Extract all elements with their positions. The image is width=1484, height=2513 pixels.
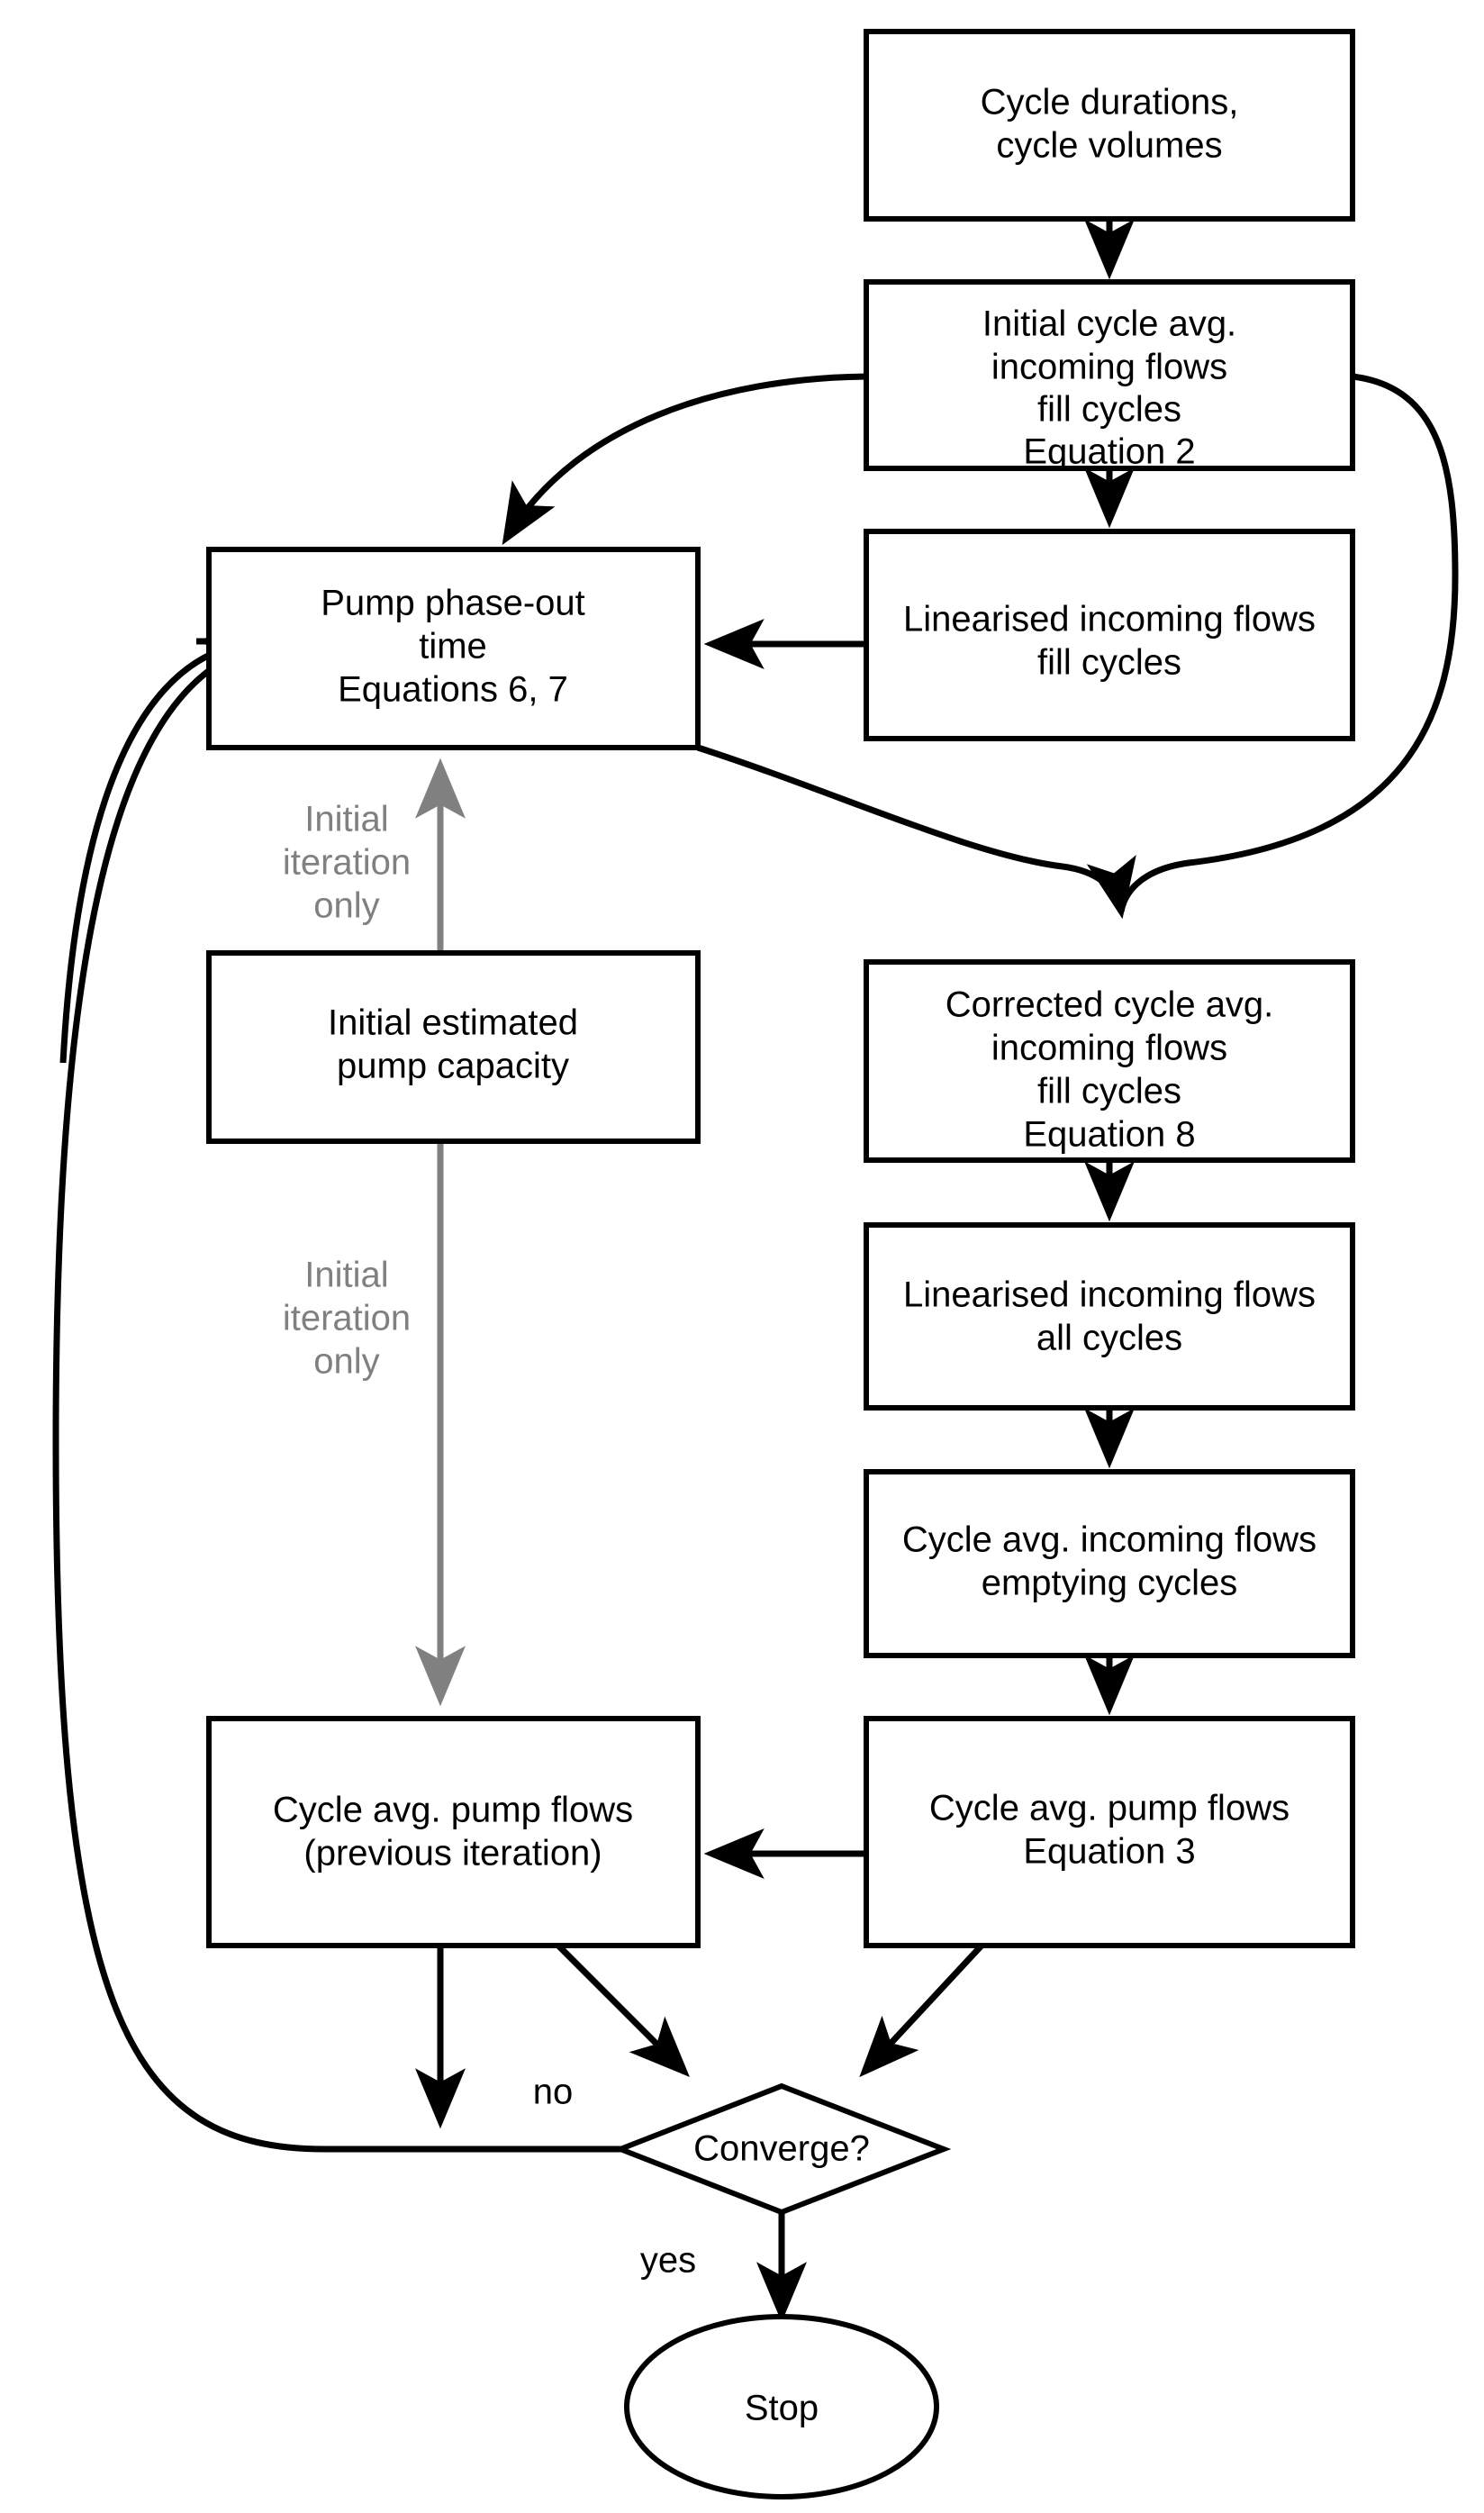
node-converge-decision-diamond[interactable] [612,2082,952,2216]
node-cycle-avg-emptying-cycles-line-1: emptying cycles [982,1564,1238,1603]
node-cycle-avg-emptying-cycles[interactable]: Cycle avg. incoming flows emptying cycle… [864,1469,1355,1658]
node-cycle-durations-line-1: cycle volumes [996,126,1222,166]
node-cycle-durations[interactable]: Cycle durations, cycle volumes [864,29,1355,222]
node-initial-cycle-avg-line-3: Equation 2 [1023,432,1195,472]
node-cycle-avg-emptying-cycles-line-0: Cycle avg. incoming flows [902,1520,1317,1560]
edge-initial-right-loop-to-corrected [1118,373,1459,912]
label-initial-iteration-only-upper-line-0: Initial [304,800,388,839]
node-initial-cycle-avg-line-0: Initial cycle avg. [982,304,1236,344]
node-linearised-all-cycles-line-1: all cycles [1036,1319,1182,1358]
node-linearised-fill-cycles-box[interactable] [864,529,1355,741]
node-initial-cycle-avg-line-2: fill cycles [1037,390,1181,430]
node-linearised-fill-cycles-line-1: fill cycles [1037,643,1181,683]
node-cycle-durations-line-0: Cycle durations, [981,83,1239,122]
node-initial-cycle-avg-line-1: incoming flows [991,348,1227,387]
node-cycle-avg-pump-flows-previous[interactable]: Cycle avg. pump flows (previous iteratio… [206,1716,701,1948]
node-corrected-cycle-avg-line-1: incoming flows [991,1029,1227,1068]
node-initial-estimated-pump-capacity-line-1: pump capacity [337,1047,569,1086]
node-stop-terminal[interactable]: Stop [624,2314,939,2499]
node-corrected-cycle-avg-line-2: fill cycles [1037,1072,1181,1111]
node-initial-estimated-pump-capacity[interactable]: Initial estimated pump capacity [206,950,701,1144]
label-initial-iteration-only-upper-line-2: only [313,886,379,926]
node-linearised-fill-cycles[interactable]: Linearised incoming flows fill cycles [864,529,1355,741]
node-cycle-avg-pump-flows-eq3-line-1: Equation 3 [1023,1832,1195,1872]
node-pump-phase-out-box[interactable] [206,547,701,750]
node-initial-cycle-avg[interactable]: Initial cycle avg. incoming flows fill c… [864,279,1355,472]
edge-pumpflowseq3-to-converge [859,1943,984,2078]
edge-prevflows-to-converge [556,1943,690,2077]
node-corrected-cycle-avg-box[interactable] [864,959,1355,1163]
node-corrected-cycle-avg[interactable]: Corrected cycle avg. incoming flows fill… [864,959,1355,1163]
node-initial-estimated-pump-capacity-box[interactable] [206,950,701,1144]
node-corrected-cycle-avg-line-0: Corrected cycle avg. [946,985,1274,1025]
node-cycle-durations-box[interactable] [864,29,1355,222]
label-branch-no: no [533,2073,574,2112]
label-branch-yes: yes [640,2241,696,2281]
label-initial-iteration-only-lower-line-2: only [313,1342,379,1382]
node-pump-phase-out-line-0: Pump phase-out [321,584,585,623]
node-stop-terminal-ellipse[interactable] [624,2314,939,2499]
node-pump-phase-out-line-1: time [419,627,487,667]
node-pump-phase-out-line-2: Equations 6, 7 [338,670,568,710]
node-cycle-avg-pump-flows-eq3-box[interactable] [864,1716,1355,1948]
node-linearised-all-cycles-box[interactable] [864,1222,1355,1411]
label-initial-iteration-only-upper: Initial iteration only [283,800,411,926]
label-initial-iteration-only-lower-line-1: iteration [283,1299,411,1338]
label-initial-iteration-only-lower: Initial iteration only [283,1256,411,1382]
edge-no-feedback-rail [52,638,620,2153]
node-converge-decision[interactable]: Converge? [612,2082,952,2216]
node-cycle-avg-pump-flows-previous-line-1: (previous iteration) [303,1834,602,1873]
node-linearised-all-cycles[interactable]: Linearised incoming flows all cycles [864,1222,1355,1411]
node-initial-estimated-pump-capacity-line-0: Initial estimated [328,1003,578,1043]
node-cycle-avg-pump-flows-previous-line-0: Cycle avg. pump flows [273,1791,633,1830]
node-converge-decision-label: Converge? [693,2129,870,2169]
edge-pumpphaseout-to-corrected-curve [696,744,1136,920]
node-cycle-avg-pump-flows-eq3[interactable]: Cycle avg. pump flows Equation 3 [864,1716,1355,1948]
label-initial-iteration-only-upper-line-1: iteration [283,843,411,883]
node-cycle-avg-pump-flows-previous-box[interactable] [206,1716,701,1948]
label-initial-iteration-only-lower-line-0: Initial [304,1256,388,1295]
node-cycle-avg-emptying-cycles-box[interactable] [864,1469,1355,1658]
node-cycle-avg-pump-flows-eq3-line-0: Cycle avg. pump flows [929,1789,1289,1828]
node-pump-phase-out[interactable]: Pump phase-out time Equations 6, 7 [206,547,701,750]
node-initial-cycle-avg-box[interactable] [864,279,1355,471]
node-stop-terminal-label: Stop [745,2389,819,2428]
edge-initial-to-pumpphaseout-curve [502,373,867,546]
node-linearised-all-cycles-line-0: Linearised incoming flows [903,1275,1316,1315]
node-linearised-fill-cycles-line-0: Linearised incoming flows [903,600,1316,640]
node-corrected-cycle-avg-line-3: Equation 8 [1023,1115,1195,1155]
